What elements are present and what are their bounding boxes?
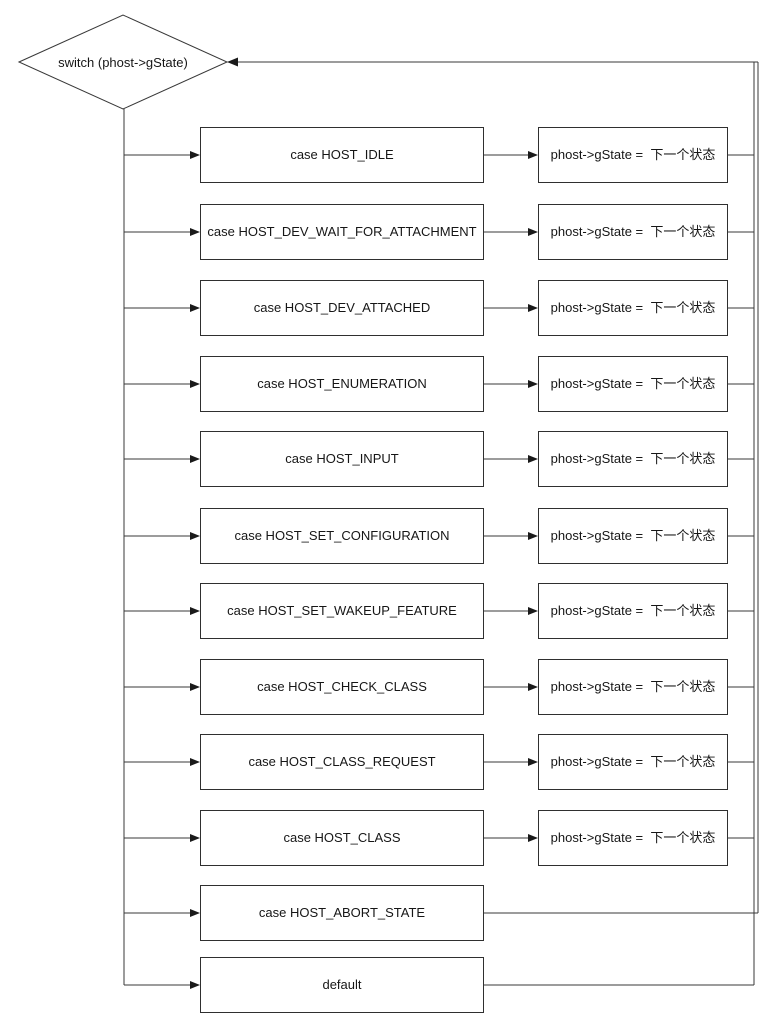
- case-box-host-idle: case HOST_IDLE: [200, 127, 484, 183]
- case-box-host-class: case HOST_CLASS: [200, 810, 484, 866]
- action-box-host-set-wakeup-feature: phost->gState = 下一个状态: [538, 583, 728, 639]
- decision-label: switch (phost->gState): [58, 54, 188, 70]
- case-box-host-set-configuration: case HOST_SET_CONFIGURATION: [200, 508, 484, 564]
- action-box-host-check-class: phost->gState = 下一个状态: [538, 659, 728, 715]
- return-arrowhead: [227, 57, 238, 67]
- action-box-host-idle: phost->gState = 下一个状态: [538, 127, 728, 183]
- case-box-host-class-request: case HOST_CLASS_REQUEST: [200, 734, 484, 790]
- case-box-host-set-wakeup-feature: case HOST_SET_WAKEUP_FEATURE: [200, 583, 484, 639]
- action-box-host-class: phost->gState = 下一个状态: [538, 810, 728, 866]
- case-box-host-check-class: case HOST_CHECK_CLASS: [200, 659, 484, 715]
- case-box-default: default: [200, 957, 484, 1013]
- action-box-host-class-request: phost->gState = 下一个状态: [538, 734, 728, 790]
- case-box-host-input: case HOST_INPUT: [200, 431, 484, 487]
- action-box-host-enumeration: phost->gState = 下一个状态: [538, 356, 728, 412]
- arrowheads: [190, 57, 538, 989]
- case-box-host-dev-attached: case HOST_DEV_ATTACHED: [200, 280, 484, 336]
- action-box-host-dev-attached: phost->gState = 下一个状态: [538, 280, 728, 336]
- case-box-host-abort-state: case HOST_ABORT_STATE: [200, 885, 484, 941]
- action-box-host-input: phost->gState = 下一个状态: [538, 431, 728, 487]
- case-box-host-enumeration: case HOST_ENUMERATION: [200, 356, 484, 412]
- case-box-host-dev-wait-for-attachment: case HOST_DEV_WAIT_FOR_ATTACHMENT: [200, 204, 484, 260]
- action-box-host-dev-wait-for-attachment: phost->gState = 下一个状态: [538, 204, 728, 260]
- action-box-host-set-configuration: phost->gState = 下一个状态: [538, 508, 728, 564]
